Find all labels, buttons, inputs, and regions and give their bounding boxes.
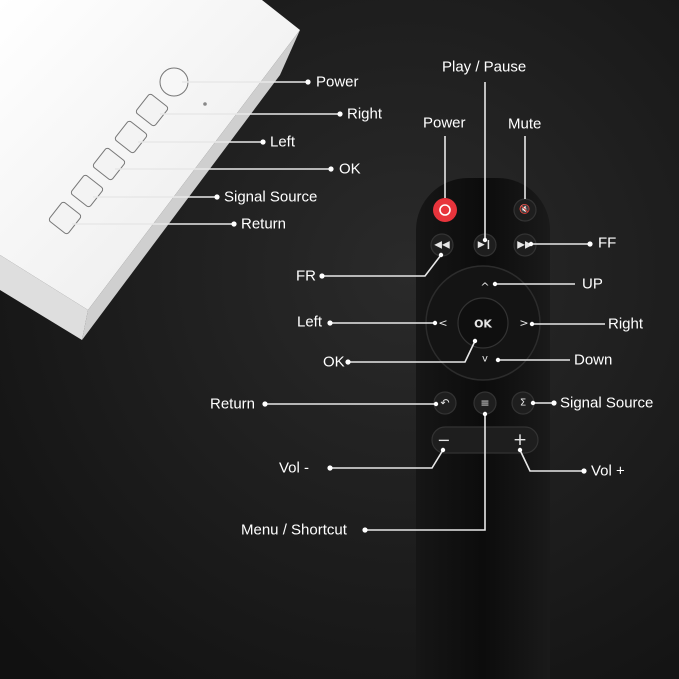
down-button[interactable]: v <box>482 354 488 365</box>
projector-return-button[interactable] <box>48 201 82 235</box>
projector-right-button[interactable] <box>135 93 169 127</box>
label-projector-right: Right <box>347 106 383 123</box>
label-remote-left: Left <box>297 314 323 331</box>
left-button[interactable]: < <box>438 317 447 330</box>
label-vol-plus: Vol + <box>591 463 625 480</box>
label-projector-left: Left <box>270 134 296 151</box>
label-projector-return: Return <box>241 216 286 233</box>
return-button[interactable] <box>433 391 457 415</box>
vol-plus-button[interactable]: + <box>513 430 527 450</box>
projector-ok-button[interactable] <box>92 147 126 181</box>
power-icon <box>439 204 451 216</box>
labels: Power Right Left OK Signal Source Return… <box>210 59 653 539</box>
vol-minus-button[interactable]: − <box>437 431 450 450</box>
label-remote-signal-source: Signal Source <box>560 395 653 412</box>
ok-button-label: OK <box>474 318 492 331</box>
remote-control: 🔇 ◀◀ ▶❙ ▶▶ OK ^ < > v ↶ ≡ Σ − + <box>416 178 550 679</box>
label-remote-return: Return <box>210 396 255 413</box>
label-up: UP <box>582 276 603 293</box>
source-icon: Σ <box>520 398 526 409</box>
projector-source-button[interactable] <box>70 174 104 208</box>
fast-forward-icon: ▶▶ <box>517 240 533 251</box>
mute-icon: 🔇 <box>519 203 530 215</box>
right-button[interactable]: > <box>519 317 528 330</box>
label-down: Down <box>574 352 612 369</box>
projector-left-button[interactable] <box>114 120 148 154</box>
play-pause-icon: ▶❙ <box>478 240 492 250</box>
label-projector-power: Power <box>316 74 359 91</box>
rewind-icon: ◀◀ <box>434 240 450 251</box>
ok-button[interactable] <box>457 297 509 349</box>
label-vol-minus: Vol - <box>279 460 309 477</box>
label-ff: FF <box>598 235 616 252</box>
projector-front <box>0 255 88 340</box>
menu-icon: ≡ <box>480 397 489 410</box>
label-mute: Mute <box>508 116 541 133</box>
label-projector-signal-source: Signal Source <box>224 189 317 206</box>
label-menu-shortcut: Menu / Shortcut <box>241 522 348 539</box>
return-icon: ↶ <box>440 397 449 410</box>
label-remote-power: Power <box>423 115 466 132</box>
label-play-pause: Play / Pause <box>442 59 526 76</box>
ff-button[interactable] <box>513 233 537 257</box>
projector-top <box>0 0 300 310</box>
projector <box>0 0 300 340</box>
projector-side <box>82 30 300 340</box>
leader-lines <box>72 79 605 533</box>
remote-power-button[interactable] <box>433 198 457 222</box>
label-projector-ok: OK <box>339 161 361 178</box>
label-remote-ok: OK <box>323 354 345 371</box>
label-remote-right: Right <box>608 316 644 333</box>
up-button[interactable]: ^ <box>480 281 489 294</box>
indicator-light <box>203 102 207 106</box>
label-fr: FR <box>296 268 316 285</box>
